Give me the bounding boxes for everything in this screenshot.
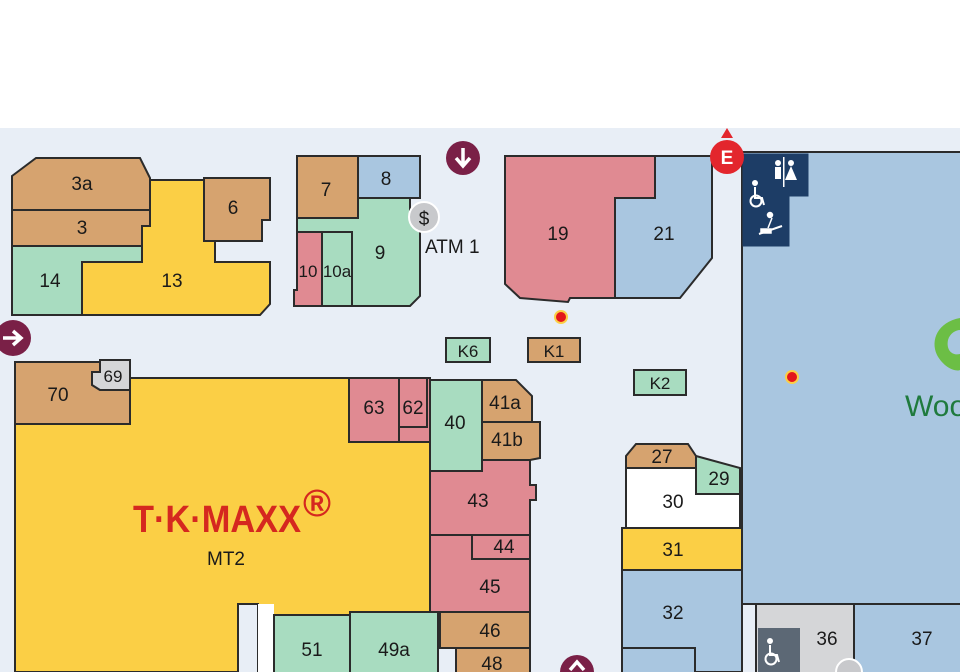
unit-70-label: 70 bbox=[47, 385, 68, 406]
unit-32-label: 32 bbox=[662, 603, 683, 624]
woolworths-logo-icon bbox=[934, 318, 960, 371]
unit-10a-label: 10a bbox=[323, 262, 352, 281]
arrow-up-icon[interactable] bbox=[560, 655, 594, 672]
location-dot-icon bbox=[554, 310, 568, 324]
baby-change-icon bbox=[758, 211, 783, 235]
accessible-toilet-block[interactable] bbox=[758, 628, 800, 672]
unit-69[interactable] bbox=[91, 359, 131, 391]
unit-49a[interactable] bbox=[349, 611, 439, 672]
arrow-down-icon[interactable] bbox=[446, 141, 480, 175]
unit-43-label: 43 bbox=[467, 491, 488, 512]
entrance-e-icon[interactable]: E bbox=[710, 128, 744, 174]
unit-32-lower bbox=[621, 647, 696, 672]
unit-37[interactable] bbox=[853, 603, 960, 672]
unit-51-area-white bbox=[258, 604, 274, 672]
arrow-right-icon[interactable] bbox=[0, 320, 31, 356]
entrance-letter: E bbox=[721, 148, 734, 169]
atm-marker[interactable]: $ bbox=[408, 201, 440, 233]
unit-10a[interactable] bbox=[321, 231, 353, 307]
unit-41a-label: 41a bbox=[489, 393, 521, 414]
unit-6[interactable] bbox=[203, 177, 271, 242]
kiosk-k1[interactable] bbox=[527, 337, 581, 363]
tkmaxx-registered-mark: ® bbox=[303, 483, 331, 525]
kiosk-k2[interactable] bbox=[633, 369, 687, 396]
unit-21[interactable] bbox=[614, 155, 713, 299]
unit-46[interactable] bbox=[439, 611, 531, 649]
unit-41b-label: 41b bbox=[491, 430, 523, 451]
unit-13-label: 13 bbox=[161, 271, 182, 292]
dollar-icon bbox=[408, 201, 440, 233]
location-dot-icon bbox=[785, 370, 799, 384]
unit-8[interactable] bbox=[357, 155, 421, 199]
unit-51-label: 51 bbox=[301, 640, 322, 661]
unit-7[interactable] bbox=[296, 155, 359, 219]
unit-48[interactable] bbox=[455, 647, 531, 672]
unit-44-label: 44 bbox=[493, 537, 515, 558]
unit-27-label: 27 bbox=[651, 447, 672, 468]
unit-3a-label: 3a bbox=[71, 174, 93, 195]
woolworths-brand-text: Woo bbox=[905, 390, 960, 423]
kiosk-k1-label: K1 bbox=[544, 342, 565, 361]
unit-49a-label: 49a bbox=[378, 640, 410, 661]
unit-6-label: 6 bbox=[228, 198, 239, 219]
unit-48-label: 48 bbox=[481, 654, 502, 672]
unit-63-label: 63 bbox=[363, 398, 384, 419]
unit-31-label: 31 bbox=[662, 540, 683, 561]
unit-29-label: 29 bbox=[708, 469, 729, 490]
unit-40-label: 40 bbox=[444, 413, 465, 434]
unit-41b[interactable] bbox=[481, 421, 541, 461]
wheelchair-icon bbox=[749, 180, 765, 208]
unit-21-label: 21 bbox=[653, 224, 674, 245]
unit-7-label: 7 bbox=[321, 180, 332, 201]
atm-symbol: $ bbox=[419, 209, 430, 230]
tkmaxx-brand-text: T·K·MAXX bbox=[133, 499, 302, 541]
kiosk-k2-label: K2 bbox=[650, 374, 671, 393]
unit-8-label: 8 bbox=[381, 169, 392, 190]
kiosk-k6-label: K6 bbox=[458, 342, 479, 361]
unit-30-label: 30 bbox=[662, 492, 683, 513]
unit-19-label: 19 bbox=[547, 224, 568, 245]
atm-1-label: ATM 1 bbox=[425, 237, 480, 258]
unit-45-label: 45 bbox=[479, 577, 500, 598]
unit-mt2-label: MT2 bbox=[207, 549, 245, 570]
kiosk-k6[interactable] bbox=[445, 337, 491, 363]
wheelchair-icon bbox=[764, 638, 780, 666]
unit-3-label: 3 bbox=[77, 218, 88, 239]
unit-14[interactable] bbox=[11, 245, 143, 316]
unit-46-label: 46 bbox=[479, 621, 500, 642]
unit-37-label: 37 bbox=[911, 629, 932, 650]
unit-62-inner bbox=[398, 377, 428, 428]
unit-14-label: 14 bbox=[39, 271, 61, 292]
dollar-icon bbox=[835, 658, 863, 672]
unit-63[interactable] bbox=[348, 377, 400, 443]
toilets-icon bbox=[775, 157, 797, 187]
unit-44[interactable] bbox=[471, 534, 531, 560]
unit-41a[interactable] bbox=[481, 379, 533, 423]
unit-36-label: 36 bbox=[816, 629, 837, 650]
unit-69-label: 69 bbox=[104, 367, 123, 386]
unit-10-label: 10 bbox=[299, 262, 318, 281]
unit-9-label: 9 bbox=[375, 243, 386, 264]
unit-62-label: 62 bbox=[402, 398, 423, 419]
